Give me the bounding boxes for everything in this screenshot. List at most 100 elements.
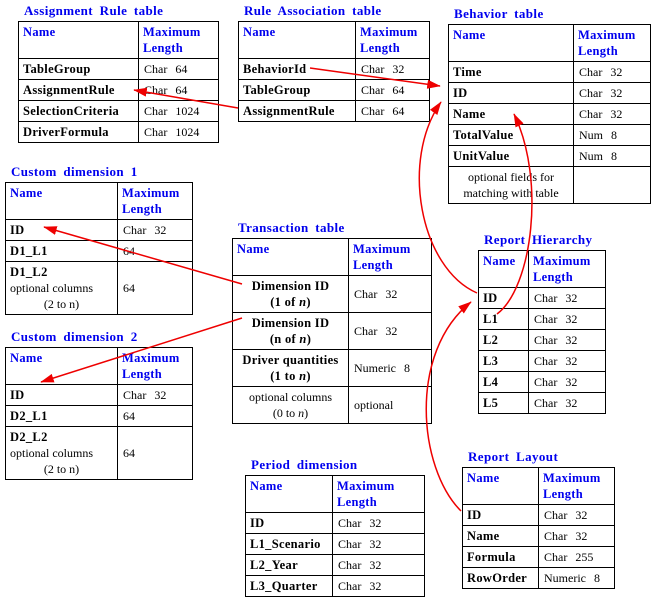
max-length-cell: Char 1024 [138, 121, 219, 143]
max-length-cell: Char 32 [528, 308, 606, 330]
field-name-cell: Driver quantities(1 to n) [232, 349, 349, 387]
max-length-cell: Char 32 [117, 219, 193, 241]
max-length-cell: optional [348, 386, 432, 424]
column-header: Name [478, 250, 529, 288]
max-length-cell: Char 64 [138, 58, 219, 80]
field-name-cell: L2_Year [245, 554, 333, 576]
max-length-cell: Numeric 8 [538, 567, 615, 589]
column-header: Name [5, 182, 118, 220]
field-name-cell: Dimension ID(1 of n) [232, 275, 349, 313]
max-length-cell: Char 32 [528, 371, 606, 393]
table-title: Report Hierarchy [484, 232, 593, 247]
max-length-cell: Char 32 [332, 575, 425, 597]
column-header: Name [245, 475, 333, 513]
field-name-cell: DriverFormula [18, 121, 139, 143]
max-length-cell: 64 [117, 426, 193, 480]
field-name-cell: L3 [478, 350, 529, 372]
field-name-cell: Time [448, 61, 574, 83]
max-length-cell: Num 8 [573, 124, 651, 146]
field-name-cell: L5 [478, 392, 529, 414]
field-name-cell: L1_Scenario [245, 533, 333, 555]
field-name-cell: optional columns(0 to n) [232, 386, 349, 424]
field-name-cell: SelectionCriteria [18, 100, 139, 122]
field-name-cell: D1_L1 [5, 240, 118, 262]
field-name-cell: Name [448, 103, 574, 125]
max-length-cell [573, 166, 651, 204]
max-length-cell: Char 32 [117, 384, 193, 406]
table-title: Report Layout [468, 449, 559, 464]
column-header: Maximum Length [332, 475, 425, 513]
column-header: Name [232, 238, 349, 276]
field-name-cell: ID [5, 219, 118, 241]
max-length-cell: Char 32 [538, 504, 615, 526]
column-header: Maximum Length [117, 182, 193, 220]
max-length-cell: Char 32 [332, 554, 425, 576]
column-header: Maximum Length [138, 21, 219, 59]
field-name-cell: L3_Quarter [245, 575, 333, 597]
max-length-cell: Char 255 [538, 546, 615, 568]
column-header: Name [462, 467, 539, 505]
field-name-cell: ID [245, 512, 333, 534]
max-length-cell: 64 [117, 261, 193, 315]
table-row: Dimension ID(n of n)Char 32 [232, 312, 432, 350]
max-length-cell: 64 [117, 405, 193, 427]
table-title: Rule Association table [244, 3, 382, 18]
table-title: Assignment Rule table [24, 3, 164, 18]
field-name-cell: ID [462, 504, 539, 526]
max-length-cell: Num 8 [573, 145, 651, 167]
field-name-cell: TotalValue [448, 124, 574, 146]
column-header: Maximum Length [528, 250, 606, 288]
max-length-cell: Char 32 [528, 392, 606, 414]
max-length-cell: Char 32 [528, 350, 606, 372]
column-header: Maximum Length [348, 238, 432, 276]
field-name-cell: AssignmentRule [238, 100, 356, 122]
table-title: Custom dimension 2 [11, 329, 138, 344]
max-length-cell: Char 1024 [138, 100, 219, 122]
field-name-cell: Formula [462, 546, 539, 568]
column-header: Maximum Length [573, 24, 651, 62]
field-name-cell: RowOrder [462, 567, 539, 589]
field-name-cell: D2_L1 [5, 405, 118, 427]
max-length-cell: Char 32 [355, 58, 430, 80]
max-length-cell: 64 [117, 240, 193, 262]
field-name-cell: TableGroup [238, 79, 356, 101]
